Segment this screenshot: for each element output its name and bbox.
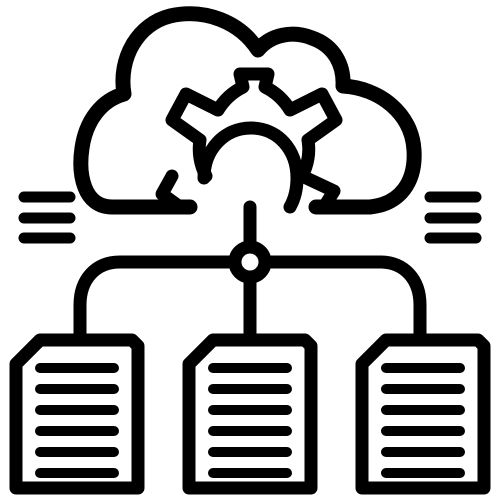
- document-icon: [355, 333, 491, 495]
- gear-inner-arc: [197, 121, 304, 214]
- cloud-icon: [73, 6, 422, 215]
- branch-right: [258, 255, 427, 345]
- speed-lines-right: [424, 191, 482, 244]
- gear-left-tooth: [155, 169, 187, 214]
- document-center: [182, 333, 318, 495]
- document-right-lines: [381, 363, 465, 478]
- speed-lines-left: [18, 191, 76, 244]
- document-icon: [182, 333, 318, 495]
- document-center-lines: [208, 363, 292, 478]
- document-right: [355, 333, 491, 495]
- branch-left: [73, 255, 242, 345]
- gear-icon: [165, 67, 343, 214]
- document-left: [9, 333, 145, 495]
- document-icon: [9, 333, 145, 495]
- document-left-lines: [35, 363, 119, 478]
